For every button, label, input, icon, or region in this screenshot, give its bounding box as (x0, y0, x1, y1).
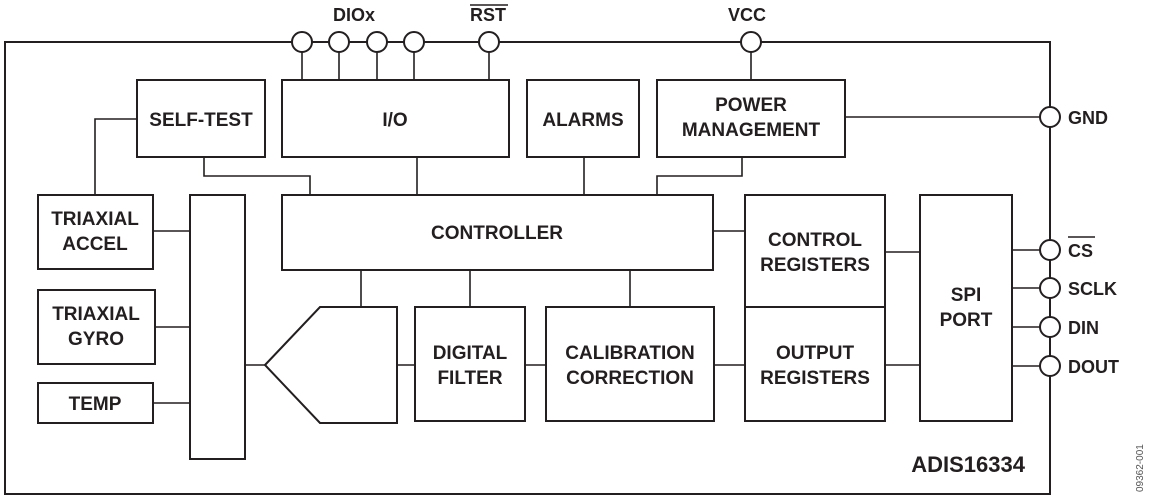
power-management-label-line2: MANAGEMENT (682, 120, 821, 141)
temp-label: TEMP (69, 394, 122, 415)
self-test-label: SELF-TEST (149, 110, 253, 131)
dout-pin (1039, 355, 1061, 377)
io-label: I/O (382, 110, 407, 131)
control-registers-block: CONTROL REGISTERS (744, 194, 886, 308)
part-number: ADIS16334 (911, 452, 1026, 477)
triaxial-accel-block: TRIAXIAL ACCEL (37, 194, 154, 270)
sclk-pin-label: SCLK (1068, 279, 1117, 299)
vcc-pin (740, 31, 762, 53)
spi-port-label-line2: PORT (940, 310, 993, 331)
din-pin (1039, 316, 1061, 338)
vcc-pin-label: VCC (728, 5, 766, 25)
cs-pin (1039, 239, 1061, 261)
digital-filter-block: DIGITAL FILTER (414, 306, 526, 422)
io-block: I/O (281, 79, 510, 158)
triaxial-gyro-block: TRIAXIAL GYRO (37, 289, 156, 365)
spi-port-label-line1: SPI (951, 285, 982, 306)
gnd-pin-label: GND (1068, 108, 1108, 128)
calibration-correction-label-line1: CALIBRATION (565, 343, 694, 364)
rst-pin (478, 31, 500, 53)
temp-block: TEMP (37, 382, 154, 424)
triaxial-accel-label-line1: TRIAXIAL (51, 209, 139, 230)
diox-pin-3 (366, 31, 388, 53)
din-pin-label: DIN (1068, 318, 1099, 338)
rst-pin-label: RST (470, 5, 506, 25)
gnd-pin (1039, 106, 1061, 128)
figure-id: 09362-001 (1135, 444, 1146, 492)
controller-label: CONTROLLER (431, 223, 563, 244)
power-management-label-line1: POWER (715, 95, 787, 116)
cs-pin-label: CS (1068, 241, 1093, 261)
diox-pin-label: DIOx (333, 5, 375, 25)
alarms-block: ALARMS (526, 79, 640, 158)
mux-bus-block (189, 194, 246, 460)
power-management-block: POWER MANAGEMENT (656, 79, 846, 158)
spi-port-block: SPI PORT (919, 194, 1013, 422)
triaxial-accel-label-line2: ACCEL (62, 234, 128, 255)
calibration-correction-block: CALIBRATION CORRECTION (545, 306, 715, 422)
control-registers-label-line1: CONTROL (768, 230, 862, 251)
triaxial-gyro-label-line1: TRIAXIAL (52, 304, 140, 325)
output-registers-label-line1: OUTPUT (776, 343, 855, 364)
diox-pin-4 (403, 31, 425, 53)
output-registers-label-line2: REGISTERS (760, 368, 870, 389)
alarms-label: ALARMS (542, 110, 623, 131)
triaxial-gyro-label-line2: GYRO (68, 329, 124, 350)
adc-block (263, 306, 398, 424)
diox-pin-1 (291, 31, 313, 53)
controller-block: CONTROLLER (281, 194, 714, 271)
diox-pins (291, 31, 425, 80)
control-registers-label-line2: REGISTERS (760, 255, 870, 276)
calibration-correction-label-line2: CORRECTION (566, 368, 694, 389)
digital-filter-label-line1: DIGITAL (433, 343, 508, 364)
sclk-pin (1039, 277, 1061, 299)
digital-filter-label-line2: FILTER (437, 368, 502, 389)
dout-pin-label: DOUT (1068, 357, 1119, 377)
self-test-block: SELF-TEST (136, 79, 266, 158)
diox-pin-2 (328, 31, 350, 53)
output-registers-block: OUTPUT REGISTERS (744, 306, 886, 422)
